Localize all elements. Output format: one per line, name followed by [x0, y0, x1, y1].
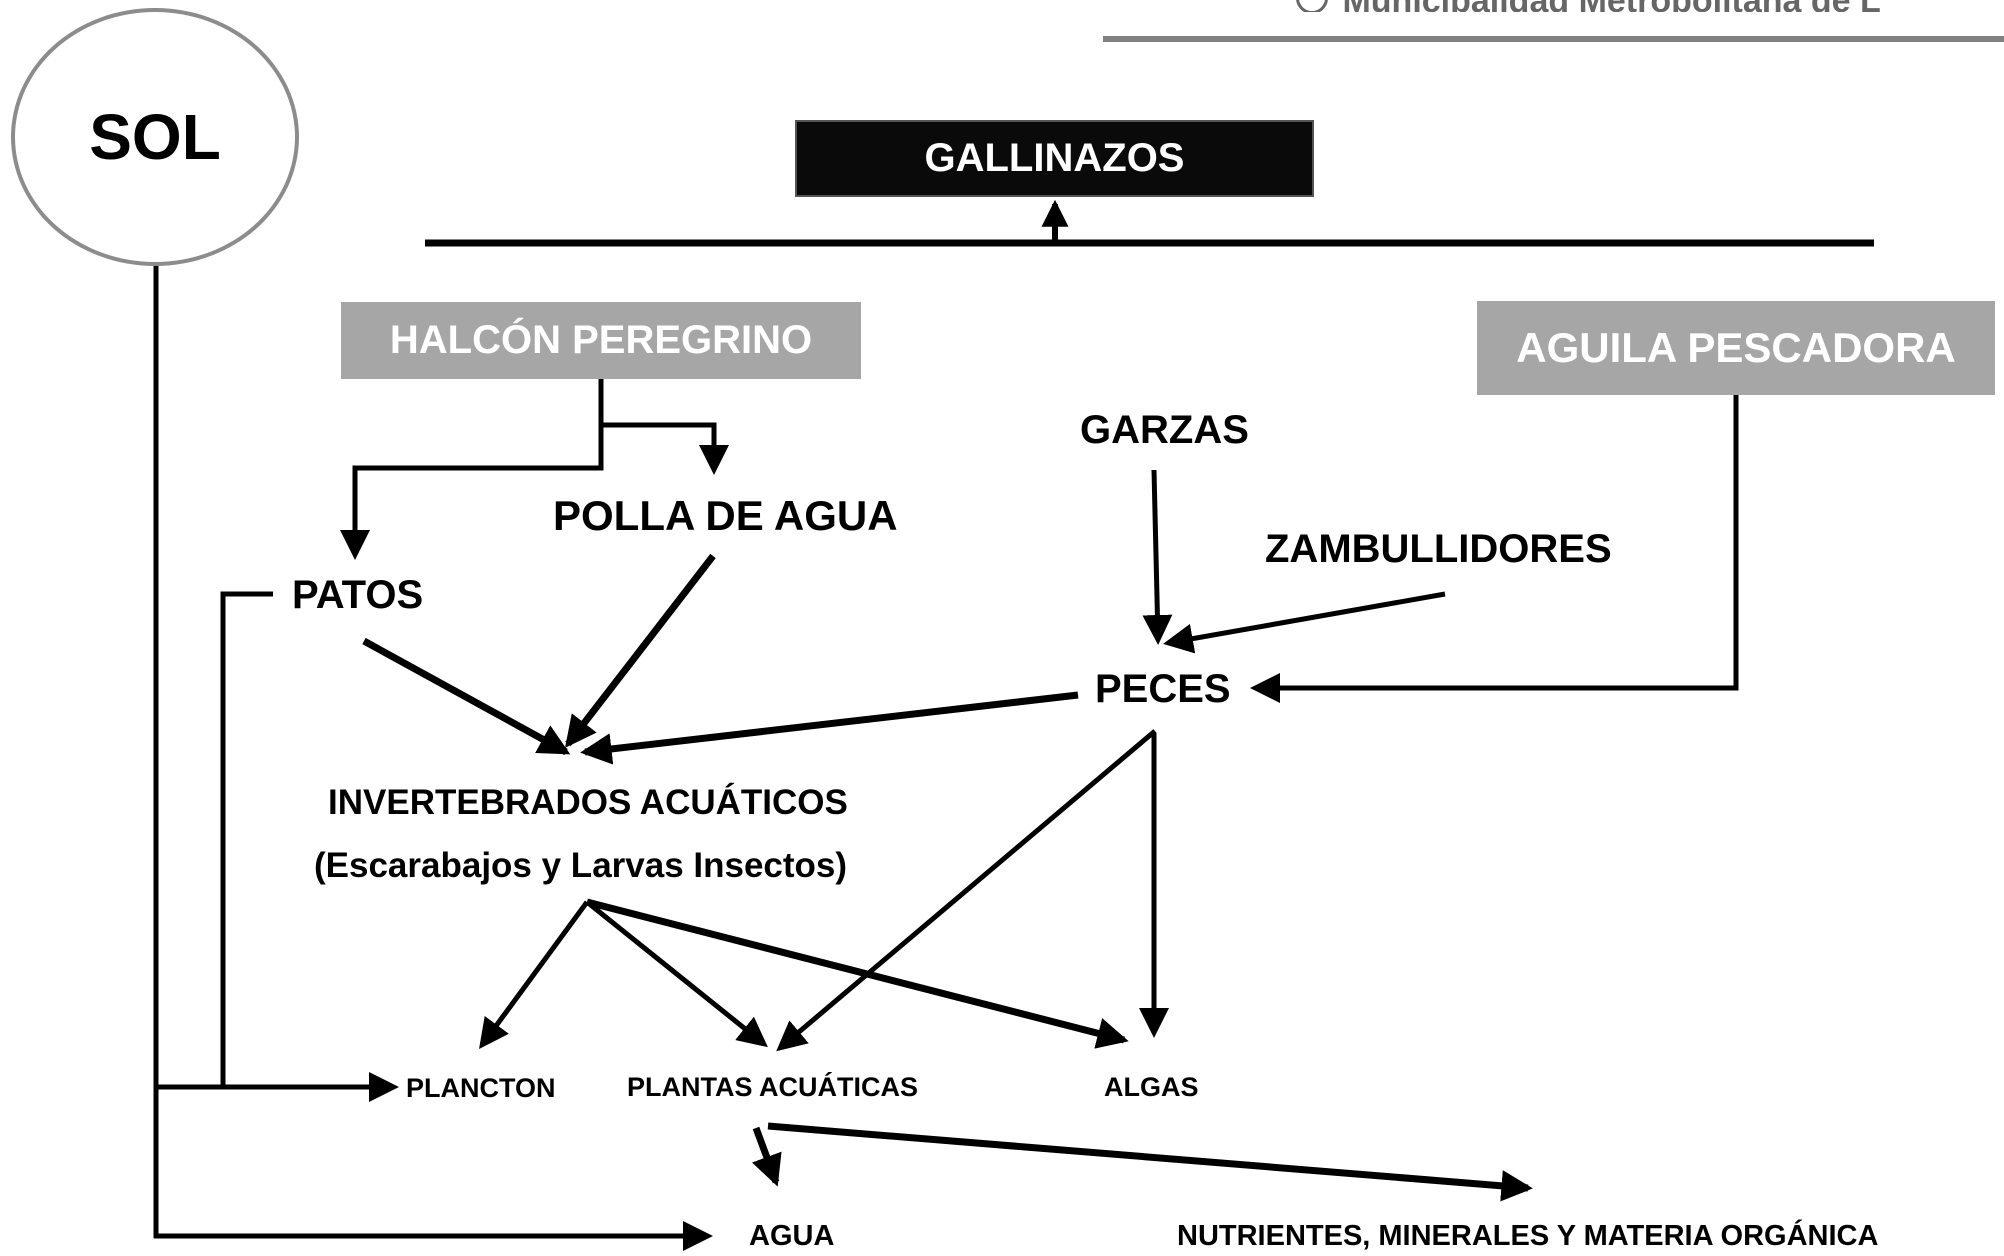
org-name: Municipalidad Metropolitana de L	[1342, 0, 1880, 12]
arrow-polla-to-invertebrados	[565, 553, 716, 748]
nutrientes-label: NUTRIENTES, MINERALES Y MATERIA ORGÁNICA	[1177, 1220, 1879, 1252]
invertebrados-sublabel: (Escarabajos y Larvas Insectos)	[314, 846, 848, 885]
zambullidores-label: ZAMBULLIDORES	[1265, 527, 1612, 571]
aguila-pescadora-label: AGUILA PESCADORA	[1516, 324, 1956, 371]
sol-label: SOL	[89, 101, 221, 173]
halcon-peregrino-label: HALCÓN PEREGRINO	[389, 318, 813, 362]
gallinazos-label: GALLINAZOS	[924, 136, 1185, 180]
arrow-halcon-to-polla	[601, 422, 729, 475]
org-header: Municipalidad Metropolitana de L	[1296, 0, 2004, 12]
halcon-peregrino-box: HALCÓN PEREGRINO	[341, 302, 861, 379]
arrow-patos-to-invertebrados	[362, 637, 571, 756]
arrow-plantas-to-nutrientes	[767, 1122, 1533, 1202]
arrow-peces-to-plantas	[776, 729, 1157, 1052]
plancton-label: PLANCTON	[406, 1073, 556, 1103]
sol-node: SOL	[11, 8, 299, 266]
arrow-invertebrados-to-plancton	[479, 900, 590, 1050]
arrow-zambullidores-to-peces	[1163, 591, 1446, 654]
agua-label: AGUA	[749, 1220, 835, 1252]
aguila-pescadora-box: AGUILA PESCADORA	[1477, 301, 1995, 395]
gallinazos-box: GALLINAZOS	[795, 120, 1314, 197]
arrow-peces-to-invertebrados	[580, 691, 1079, 765]
org-logo-icon	[1296, 0, 1328, 12]
arrow-aguila-to-peces	[1250, 395, 1739, 703]
patos-label: PATOS	[292, 573, 424, 617]
garzas-label: GARZAS	[1080, 408, 1249, 452]
peces-label: PECES	[1095, 667, 1231, 711]
arrow-invertebrados-to-algas	[586, 898, 1129, 1049]
polla-de-agua-label: POLLA DE AGUA	[553, 492, 898, 539]
arrow-invertebrados-to-plantas	[585, 900, 768, 1048]
arrow-garzas-to-peces	[1142, 469, 1173, 645]
patos-plancton-bracket	[220, 591, 273, 1087]
invertebrados-label: INVERTEBRADOS ACUÁTICOS	[328, 783, 848, 822]
plantas-acuaticas-label: PLANTAS ACUÁTICAS	[627, 1072, 918, 1102]
algas-label: ALGAS	[1104, 1072, 1199, 1102]
arrow-plantas-to-agua	[751, 1126, 782, 1187]
